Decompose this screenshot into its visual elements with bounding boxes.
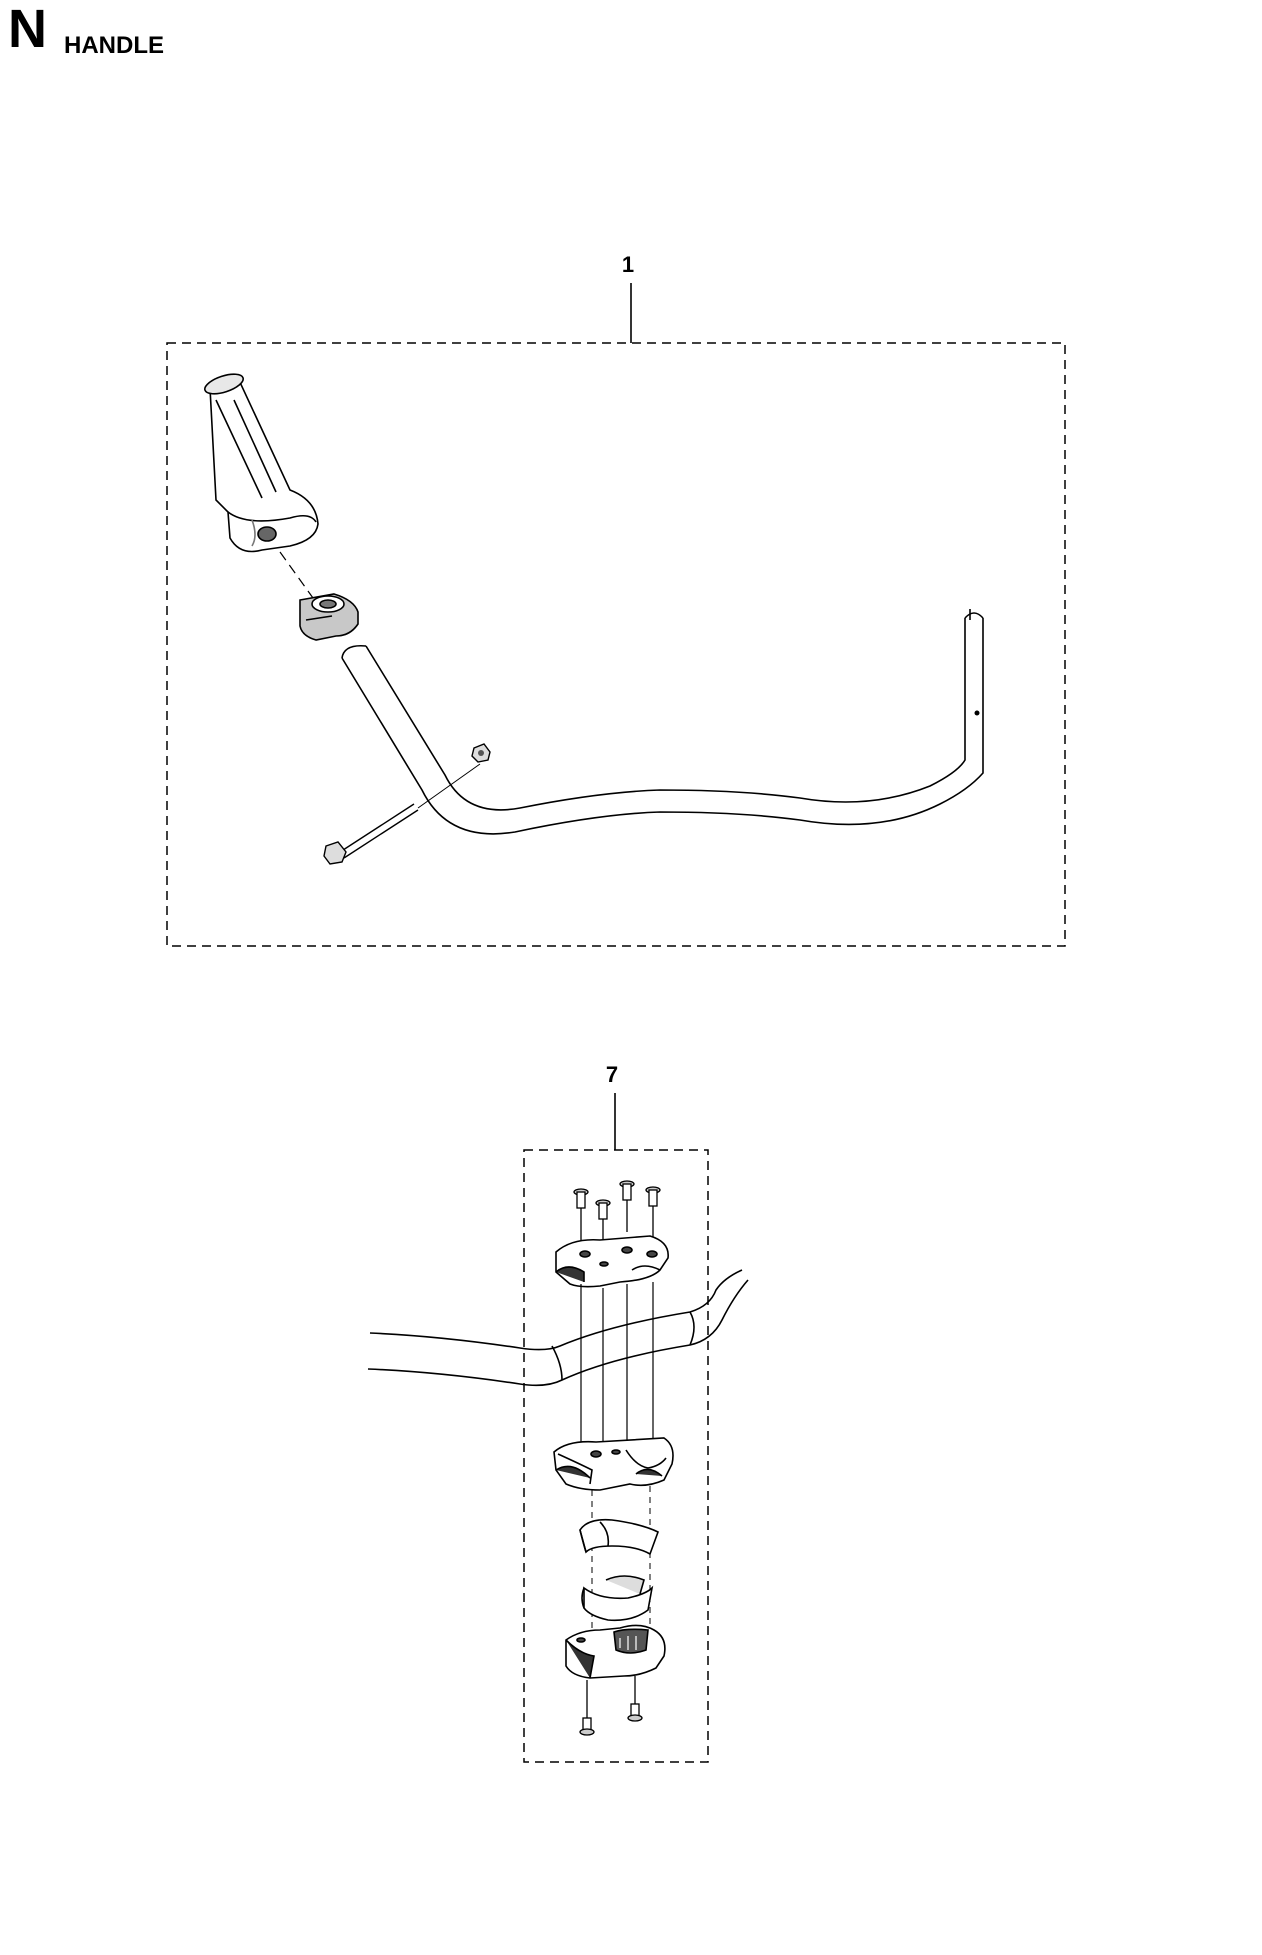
handle-nut[interactable] [471,743,491,763]
lower-clamp[interactable] [553,1437,674,1491]
lower-screw-2 [627,1676,643,1722]
clamp-knob[interactable] [299,593,359,641]
clamp-insert-lower[interactable] [581,1575,654,1622]
assembly-lines [580,1282,654,1446]
assembly-1-boundary [166,342,1066,947]
callout-1[interactable]: 1 [622,252,634,343]
assembly-7-boundary [523,1149,709,1763]
grip-alignment-line [279,551,319,606]
handle-tube-section [367,1269,749,1387]
upper-screw-4 [645,1186,661,1238]
upper-screws[interactable] [573,1180,661,1248]
callout-7-label: 7 [606,1062,618,1087]
lower-screws[interactable] [579,1676,643,1736]
upper-screw-3 [619,1180,635,1232]
lower-alignment-lines [591,1486,651,1630]
handle-bolt[interactable] [323,803,419,865]
upper-clamp[interactable] [555,1235,669,1288]
clamp-insert-upper[interactable] [579,1518,659,1556]
upper-screw-1 [573,1188,589,1242]
section-title: HANDLE [64,32,164,59]
bolt-alignment-line [417,763,481,809]
lower-screw-1 [579,1680,595,1736]
callout-7[interactable]: 7 [606,1062,618,1150]
bottom-clamp[interactable] [565,1624,666,1679]
section-letter: N [8,0,47,59]
handle-grip[interactable] [203,370,319,553]
handle-bar[interactable] [341,609,984,835]
callout-1-label: 1 [622,252,634,277]
